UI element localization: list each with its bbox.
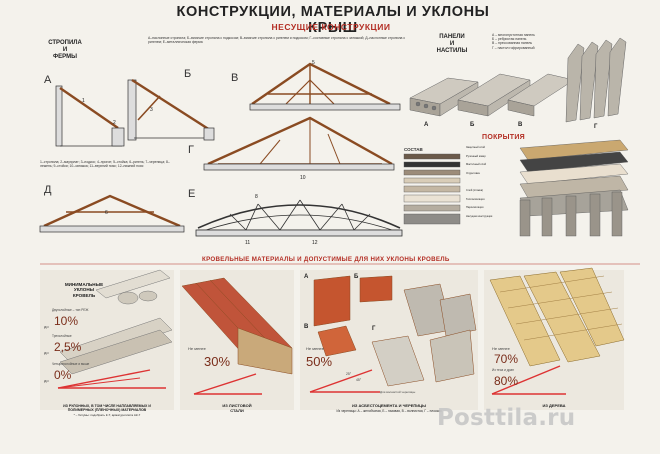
section-title-load-bearing: НЕСУЩИЕ КОНСТРУКЦИИ <box>271 22 391 32</box>
tile-note: Для волнистой черепицы <box>380 390 416 394</box>
panel-b-ribbed <box>457 73 531 117</box>
diagram-letter-v: В <box>231 72 239 84</box>
materials-heading: КРОВЕЛЬНЫЕ МАТЕРИАЛЫ И ДОПУСТИМЫЕ ДЛЯ НИ… <box>202 256 450 263</box>
steel-slope: 30% <box>204 354 231 369</box>
num-2: 2 <box>113 120 116 126</box>
roll-caption: ИЗ РУЛОННЫХ, В ТОМ ЧИСЛЕ НАПЛАВЛЯЕМЫХ И … <box>63 404 151 417</box>
watermark-logo: Posttila.ru <box>437 405 576 431</box>
rafter-diagram-b <box>127 78 215 141</box>
panels-legend: А – многопустотная панель Б – ребристая … <box>492 33 535 50</box>
num-1: 1 <box>82 98 85 104</box>
steel-min-label: Не менее <box>188 346 206 351</box>
do-1: до <box>44 324 49 329</box>
wood-min-label: Не менее <box>492 346 510 351</box>
panels-heading: ПАНЕЛИ И НАСТИЛЫ <box>436 34 468 54</box>
tile-min-label: Не менее <box>306 346 324 351</box>
tile-angle-25: 25° <box>346 372 352 376</box>
tile-caption: ИЗ АСБЕСТОЦЕМЕНТА И ЧЕРЕПИЦЫ Из черепицы… <box>336 403 442 413</box>
steel-sheet-drawing <box>181 277 293 395</box>
wood-note: Из теса и дран <box>492 368 514 372</box>
num-10: 10 <box>300 175 306 181</box>
do-3: до <box>44 378 49 383</box>
tile-angle-45: 45° <box>356 378 362 382</box>
truss-diagram-e <box>195 199 403 237</box>
panel-a-hollow <box>409 77 479 117</box>
roll-materials-drawing <box>57 269 173 389</box>
slope-2-5: 2,5% <box>54 340 82 354</box>
coating-left-layers <box>403 153 461 225</box>
panel-letter-g: Г <box>594 124 598 130</box>
steel-caption: ИЗ ЛИСТОВОЙ СТАЛИ <box>222 403 252 413</box>
panel-g-corrugated <box>565 37 627 123</box>
num-11: 11 <box>245 240 251 246</box>
rafters-heading: СТРОПИЛА И ФЕРМЫ <box>48 40 82 60</box>
panel-letter-v: В <box>518 122 523 128</box>
two-layer-label: Двухслойные – тип РЕЖ <box>52 308 89 312</box>
do-2: до <box>44 350 49 355</box>
three-layer-label: Трехслойные <box>52 334 72 338</box>
slope-10: 10% <box>54 314 79 328</box>
wood-drawing <box>489 267 625 395</box>
coating-right-3d <box>519 139 629 237</box>
diagram-letter-d: Д <box>44 184 52 196</box>
num-12: 12 <box>312 240 318 246</box>
wood-slope-1: 70% <box>494 352 519 366</box>
tile-letter-v: В <box>304 324 309 330</box>
rafter-diagram-g <box>203 116 395 171</box>
rafter-diagram-d <box>39 194 185 233</box>
wood-slope-2: 80% <box>494 374 519 388</box>
tile-slope: 50% <box>306 354 333 369</box>
num-5: 5 <box>312 60 315 66</box>
tile-drawing <box>309 275 477 393</box>
coatings-heading: ПОКРЫТИЯ <box>482 134 526 141</box>
rafters-legend: А–наслонные стропила; Б–висячие стропила… <box>148 36 406 45</box>
panel-letter-a: А <box>424 122 429 128</box>
wood-caption: ИЗ ДЕРЕВА <box>542 403 566 408</box>
num-6: 6 <box>105 210 108 216</box>
coating-layer-labels: Защитный слой Рулонный ковер Мастичный с… <box>466 146 493 218</box>
coatings-composition-label: СОСТАВ <box>404 147 423 152</box>
num-8: 8 <box>255 194 258 200</box>
diagram-letter-g: Г <box>188 144 194 156</box>
page-title: КОНСТРУКЦИИ, МАТЕРИАЛЫ И УКЛОНЫ КРЫШ <box>176 4 490 36</box>
diagram-letter-b: Б <box>184 68 192 80</box>
four-layer-label: Четырехслойные и выше <box>52 362 90 366</box>
tile-letter-a: А <box>304 274 309 280</box>
slope-0: 0% <box>54 368 72 382</box>
tile-letter-g: Г <box>372 326 376 332</box>
panel-letter-b: Б <box>470 122 475 128</box>
rafter-diagram-a <box>55 85 125 147</box>
rafters-numbered-legend: 1–стропила; 2–мауэрлат; 3–подкос; 4–прог… <box>40 160 170 169</box>
num-3: 3 <box>150 107 153 113</box>
min-slopes-heading: МИНИМАЛЬНЫЕ УКЛОНЫ КРОВЕЛЬ <box>64 282 104 298</box>
diagram-letter-e: Е <box>188 188 196 200</box>
tile-letter-b: Б <box>354 274 359 280</box>
diagram-letter-a: А <box>44 74 52 86</box>
rafter-diagram-v <box>249 62 401 111</box>
